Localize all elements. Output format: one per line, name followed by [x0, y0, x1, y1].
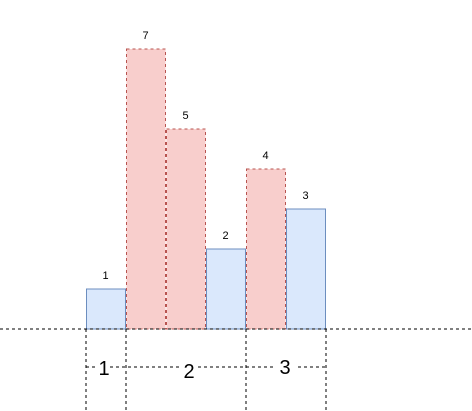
bar-1 [86, 288, 126, 330]
bar-6 [286, 208, 326, 330]
group-label-1: 1 [98, 358, 109, 380]
bars-layer [86, 48, 326, 330]
bar-value-label: 1 [102, 270, 108, 282]
bar-3 [166, 128, 206, 330]
bar-4 [206, 248, 246, 330]
bar-value-label: 5 [182, 110, 188, 122]
bar-2 [126, 48, 166, 330]
value-labels-layer: 1 7 5 2 4 3 [102, 30, 308, 282]
bar-value-label: 2 [222, 230, 228, 242]
group-label-3: 3 [279, 357, 290, 379]
bar-5 [246, 168, 286, 330]
bar-value-label: 3 [302, 190, 308, 202]
bar-value-label: 7 [142, 30, 148, 42]
group-label-2: 2 [183, 361, 194, 383]
bar-value-label: 4 [262, 150, 268, 162]
group-guides-layer: 1 2 3 [85, 329, 327, 411]
